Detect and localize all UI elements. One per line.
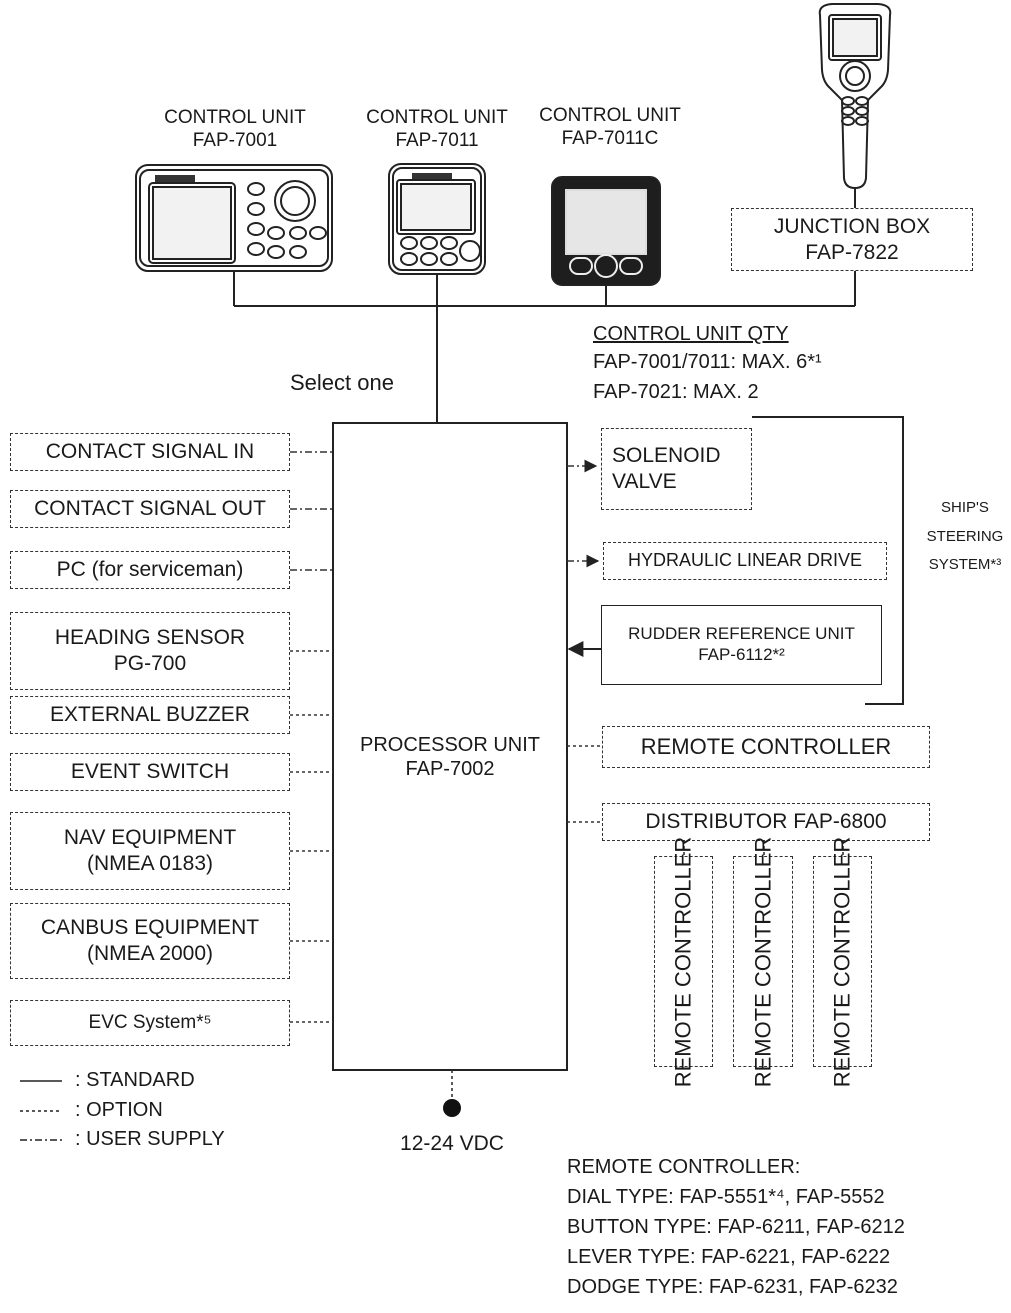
- remote-controller-box: REMOTE CONTROLLER: [602, 726, 930, 768]
- control-unit-bus: [233, 271, 856, 423]
- remote-list-lever: LEVER TYPE: FAP-6221, FAP-6222: [567, 1246, 891, 1268]
- hydraulic-linear-drive-box: HYDRAULIC LINEAR DRIVE: [603, 542, 887, 580]
- control-unit-fap-7011c-drawing: [551, 176, 661, 286]
- remote-controller-vertical-2: REMOTE CONTROLLER: [733, 836, 793, 1087]
- control-unit-fap-7001-drawing: [135, 164, 333, 272]
- canbus-equipment-box: CANBUS EQUIPMENT (NMEA 2000): [10, 903, 290, 979]
- external-buzzer-box: EXTERNAL BUZZER: [10, 696, 290, 734]
- remote-controller-vertical-1: REMOTE CONTROLLER: [654, 836, 713, 1087]
- rudder-reference-unit-box: RUDDER REFERENCE UNIT FAP-6112*²: [601, 605, 882, 685]
- evc-system-box: EVC System*⁵: [10, 1000, 290, 1046]
- power-label: 12-24 VDC: [400, 1132, 504, 1155]
- remote-list-dial: DIAL TYPE: FAP-5551*⁴, FAP-5552: [567, 1186, 885, 1208]
- solenoid-valve-box: SOLENOID VALVE: [601, 428, 752, 510]
- remote-controller-vertical-3: REMOTE CONTROLLER: [813, 836, 872, 1087]
- steering-bracket: [752, 416, 904, 705]
- legend-option: : OPTION: [75, 1099, 163, 1121]
- control-unit-qty-line-2: FAP-7021: MAX. 2: [593, 381, 759, 403]
- heading-sensor-box: HEADING SENSOR PG-700: [10, 612, 290, 690]
- ships-steering-system-label: SHIP'S STEERING SYSTEM*³: [926, 499, 1004, 573]
- remote-list-button: BUTTON TYPE: FAP-6211, FAP-6212: [567, 1216, 905, 1238]
- control-unit-7001-label: CONTROL UNIT FAP-7001: [164, 107, 306, 152]
- legend-lines: [20, 1080, 62, 1141]
- control-unit-fap-7011-drawing: [388, 163, 486, 275]
- remote-list-heading: REMOTE CONTROLLER:: [567, 1156, 801, 1178]
- left-connectors: [290, 451, 333, 1023]
- distributor-branches: [683, 840, 844, 856]
- legend-user-supply: : USER SUPPLY: [75, 1128, 225, 1150]
- contact-signal-out-box: CONTACT SIGNAL OUT: [10, 490, 290, 528]
- control-unit-7011c-label: CONTROL UNIT FAP-7011C: [539, 105, 681, 150]
- legend-standard: : STANDARD: [75, 1069, 195, 1091]
- control-unit-qty-line-1: FAP-7001/7011: MAX. 6*¹: [593, 351, 822, 373]
- handheld-remote-drawing: [818, 3, 892, 190]
- contact-signal-in-box: CONTACT SIGNAL IN: [10, 433, 290, 471]
- nav-equipment-box: NAV EQUIPMENT (NMEA 0183): [10, 812, 290, 890]
- distributor-box: DISTRIBUTOR FAP-6800: [602, 803, 930, 841]
- select-one-label: Select one: [290, 370, 394, 395]
- event-switch-box: EVENT SWITCH: [10, 753, 290, 791]
- pc-serviceman-box: PC (for serviceman): [10, 551, 290, 589]
- junction-box: JUNCTION BOX FAP-7822: [731, 208, 973, 271]
- control-unit-qty-heading: CONTROL UNIT QTY: [593, 323, 789, 345]
- processor-unit-label: PROCESSOR UNIT FAP-7002: [359, 734, 541, 781]
- power-dot: [443, 1099, 461, 1117]
- control-unit-7011-label: CONTROL UNIT FAP-7011: [366, 107, 508, 152]
- remote-list-dodge: DODGE TYPE: FAP-6231, FAP-6232: [567, 1276, 898, 1298]
- right-connectors: [567, 459, 602, 823]
